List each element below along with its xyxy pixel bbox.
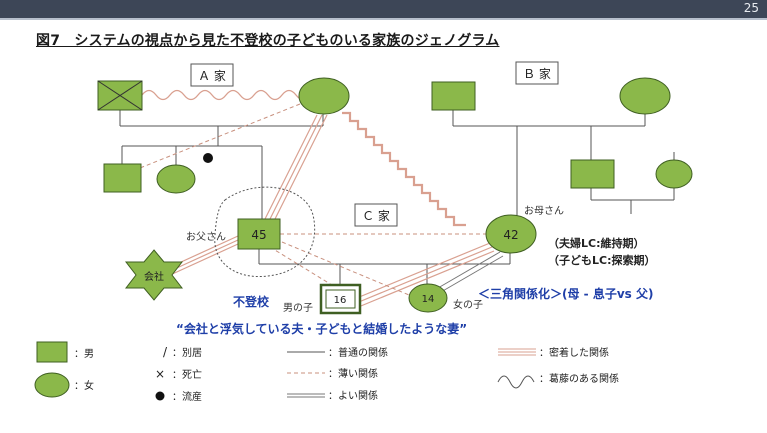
top-bar-line <box>0 18 767 20</box>
svg-text:Ｃ 家: Ｃ 家 <box>362 208 390 223</box>
grandfather-b <box>431 81 476 111</box>
company-star: 会社 <box>124 249 184 301</box>
legend-conflict-label: ：葛藤のある関係 <box>539 372 619 385</box>
aunt-a <box>156 164 196 194</box>
father-enclosure <box>214 186 316 278</box>
child-lc-annotation: （子どもLC:探索期） <box>548 253 655 267</box>
figure-title: 図7 システムの視点から見た不登校の子どものいる家族のジェノグラム <box>36 33 500 49</box>
mother-node: 42 <box>485 214 537 254</box>
uncle-b <box>570 159 615 189</box>
weak-relations <box>139 103 487 296</box>
family-label-c: Ｃ 家 <box>354 203 398 227</box>
couple-lc-annotation: （夫婦LC:維持期） <box>548 236 644 250</box>
page-number: 25 <box>743 1 759 15</box>
mother-label: お母さん <box>524 205 564 217</box>
grandmother-a <box>298 77 350 115</box>
miscarriage-dot <box>203 153 213 163</box>
son-node: 16 <box>319 283 362 315</box>
svg-text:42: 42 <box>503 228 518 242</box>
daughter-label: 女の子 <box>453 298 483 311</box>
father-node: 45 <box>237 218 281 250</box>
legend-death-label: ：死亡 <box>172 368 202 381</box>
legend-good-label: ：よい関係 <box>328 390 378 402</box>
legend-separated-label: ：別居 <box>172 347 202 359</box>
father-label: お父さん <box>186 231 226 243</box>
aunt-b <box>655 159 693 189</box>
svg-text:45: 45 <box>251 228 266 242</box>
quote-annotation: “会社と浮気している夫・子どもと結婚したような妻” <box>176 321 467 336</box>
grandfather-a-deceased <box>97 80 143 111</box>
son-label: 男の子 <box>283 302 313 314</box>
svg-text:Ｂ 家: Ｂ 家 <box>523 66 551 81</box>
good-relation-mother-daughter <box>437 251 504 293</box>
legend-normal-label: ：普通の関係 <box>328 346 388 359</box>
legend-good-line <box>287 393 325 398</box>
school-refusal-label: 不登校 <box>233 294 270 309</box>
legend-close-line <box>498 348 536 356</box>
legend-weak-label: ：薄い関係 <box>328 367 378 380</box>
daughter-node: 14 <box>408 283 448 313</box>
uncle-a <box>103 163 142 193</box>
svg-text:会社: 会社 <box>144 270 164 283</box>
conflict-line-grandparents-a <box>141 89 311 101</box>
family-label-b: Ｂ 家 <box>515 61 559 85</box>
family-lines <box>119 110 675 285</box>
svg-text:14: 14 <box>422 294 435 305</box>
top-bar: 25 <box>0 0 767 18</box>
svg-text:16: 16 <box>334 295 347 306</box>
legend-male-label: ：男 <box>74 348 94 360</box>
grandmother-b <box>619 77 671 115</box>
legend: ：男 ：女 / ：別居 × ：死亡 ：流産 ：普通の関係 ：薄い関係 ：よい関係 <box>34 341 619 403</box>
svg-text:Ａ 家: Ａ 家 <box>198 68 226 83</box>
legend-conflict-line <box>497 375 535 389</box>
triangle-annotation: ＜三角関係化＞(母 - 息子vs 父) <box>478 286 653 301</box>
legend-male-symbol <box>36 341 68 363</box>
legend-close-label: ：密着した関係 <box>539 346 609 359</box>
legend-death-mark: × <box>155 367 165 381</box>
legend-miscarriage-dot <box>155 391 165 401</box>
legend-separated-mark: / <box>163 345 168 359</box>
close-relations <box>167 114 495 309</box>
legend-female-label: ：女 <box>74 379 94 392</box>
legend-miscarriage-label: ：流産 <box>172 390 202 403</box>
legend-female-symbol <box>34 372 70 398</box>
conflict-line-grandmother-mother <box>342 111 466 227</box>
family-label-a: Ａ 家 <box>190 63 234 87</box>
